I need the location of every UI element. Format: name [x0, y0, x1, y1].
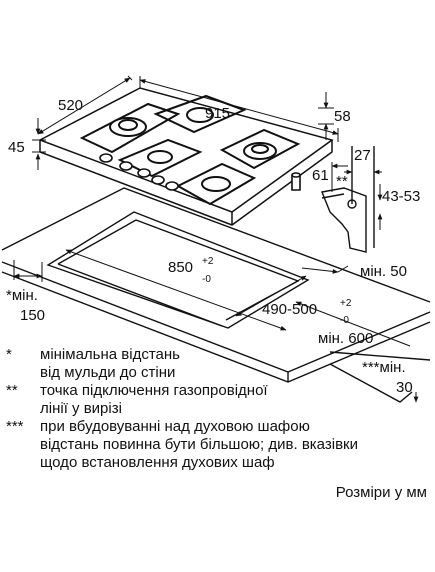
footnote-3: *** при вбудовуванні над духовою шафою [6, 418, 431, 436]
dim-520-label: 520 [58, 97, 83, 114]
knob-icon [151, 175, 165, 185]
min-150-label-line2: 150 [20, 307, 45, 324]
footnote-text: лінії у вирізі [40, 400, 122, 417]
hob-outline [38, 87, 334, 226]
footnote-2: ** точка підключення газопровідної [6, 382, 431, 400]
units-note: Розміри у мм [335, 484, 427, 501]
footnote-text: відстань повинна бути більшою; див. вказ… [40, 436, 358, 453]
footnote-text: від мульди до стіни [40, 364, 176, 381]
footnote-text: мінімальна відстань [40, 346, 180, 363]
dim-58-label: 58 [334, 108, 351, 125]
dim-45-label: 45 [8, 139, 25, 156]
connection-detail [321, 146, 375, 253]
dim-850-label: 850 [168, 259, 193, 276]
knob-icon [99, 153, 113, 163]
footnote-mark: *** [6, 418, 24, 435]
knob-icon [119, 161, 133, 171]
dim-850-tol-plus: +2 [202, 256, 214, 267]
min-600-label: мін. 600 [318, 330, 373, 347]
footnotes-legend: * мінімальна відстань від мульди до стін… [6, 346, 431, 472]
min-30-label-line2: 30 [396, 379, 413, 396]
dim-490-500-tol-minus: -0 [340, 315, 349, 326]
min-50-label: мін. 50 [360, 263, 407, 280]
dim-850-tol-minus: -0 [202, 274, 211, 285]
gas-connection-icon [291, 172, 301, 191]
footnote-mark: * [6, 346, 12, 363]
burner-right-icon [201, 176, 231, 192]
dim-27-label: 27 [354, 147, 371, 164]
min-30-label-line1: ***мін. [362, 359, 406, 376]
footnote-mark: ** [6, 382, 18, 399]
connection-mark-label: ** [336, 173, 348, 190]
dim-490-500-tol-plus: +2 [340, 298, 352, 309]
footnote-text: при вбудовуванні над духовою шафою [40, 418, 310, 435]
footnote-text: щодо встановлення духових шаф [40, 454, 275, 471]
dim-43-53-label: 43-53 [382, 188, 420, 205]
dim-915-label: 915 [205, 105, 230, 122]
control-knobs [99, 153, 179, 191]
dimension-lines [13, 75, 419, 403]
footnote-text: точка підключення газопровідної [40, 382, 268, 399]
knob-icon [165, 181, 179, 191]
min-150-label-line1: *мін. [6, 287, 38, 304]
footnote-1: * мінімальна відстань [6, 346, 431, 364]
dim-61-label: 61 [312, 167, 329, 184]
dim-490-500-label: 490-500 [262, 301, 317, 318]
burner-front-icon [147, 150, 173, 164]
knob-icon [137, 168, 151, 178]
